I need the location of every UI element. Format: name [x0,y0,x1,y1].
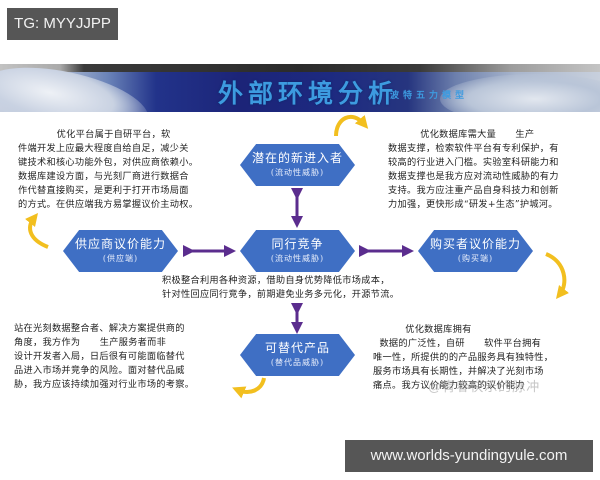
force-title: 可替代产品 [264,341,330,355]
banner-top-strip [0,64,600,72]
force-suppliers: 供应商议价能力 (供应端) [63,230,178,272]
force-rivalry: 同行竞争 (流动性威胁) [240,230,355,272]
buyers-analysis-text: 优化数据库拥有 数据的广泛性，自研 软件平台拥有 唯一性，所提供的的产品服务具有… [373,324,554,391]
force-subtitle: (流动性威胁) [270,168,325,177]
suppliers-analysis-text: 优化平台属于自研平台，软 件端开发上应最大程度自给自足，减少关 键技术和核心功能… [18,129,199,210]
yellow-curved-arrow-left [25,212,49,249]
substitutes-analysis-text: 站在光刻数据整合者、解决方案提供商的 角度，我方作为 生产服务者而非 设计开发者… [14,323,195,390]
banner-title: 外部环境分析 [218,79,399,108]
force-title: 潜在的新进入者 [251,151,343,165]
watermark: @青春快乐的脉冲 [428,379,541,394]
force-subtitle: (供应端) [102,254,139,263]
force-subtitle: (购买端) [457,254,494,263]
force-subtitle: (流动性威胁) [270,254,325,263]
title-banner: 外部环境分析 波特五力模型 [0,64,600,112]
yellow-curved-arrow-bottom [232,377,266,399]
url-badge: www.worlds-yundingyule.com [345,440,593,472]
force-subtitle: (替代品威胁) [270,358,325,367]
force-substitutes: 可替代产品 (替代品威胁) [240,334,355,376]
tg-badge: TG: MYYJJPP [7,8,118,40]
force-title: 供应商议价能力 [74,237,166,251]
banner-subtitle: 波特五力模型 [390,91,469,101]
rivalry-analysis-text: 积极整合利用各种资源，借助自身优势降低市场成本， 针对性回应同行竞争，前期避免业… [162,275,400,300]
yellow-curved-arrow-right [545,252,569,300]
force-new-entrants: 潜在的新进入者 (流动性威胁) [240,144,355,186]
new-entrants-analysis-text: 优化数据库需大量 生产 数据支撑，检索软件平台有专利保护，有 较高的行业进入门槛… [388,129,559,210]
yellow-curved-arrow-top [334,114,369,137]
force-title: 同行竞争 [271,237,324,251]
force-buyers: 购买者议价能力 (购买端) [418,230,533,272]
force-title: 购买者议价能力 [429,237,521,251]
